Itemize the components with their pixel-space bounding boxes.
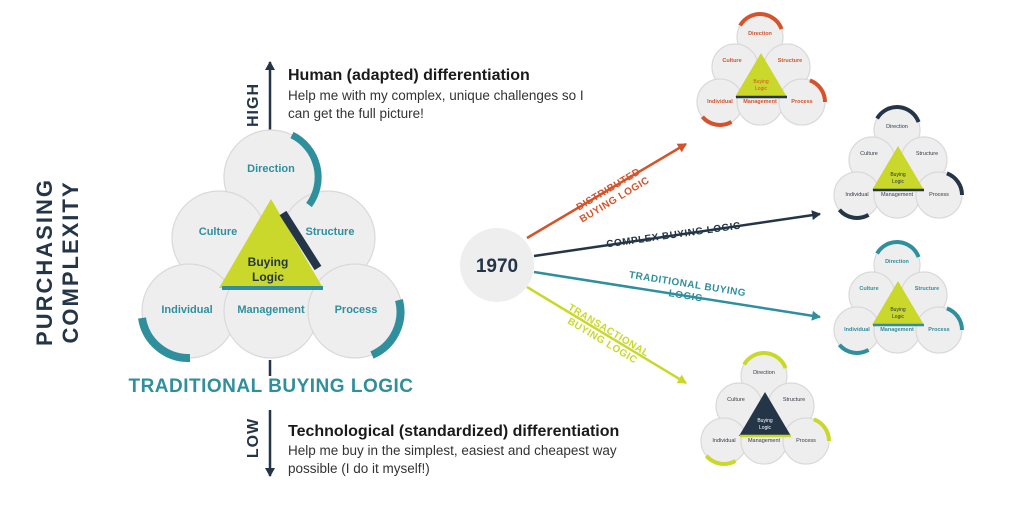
mini-label-process: Process	[796, 438, 816, 444]
buying-logic-triangle	[219, 199, 323, 288]
top-subtext-line-2: can get the full picture!	[288, 106, 424, 121]
bottom-heading: Technological (standardized) differentia…	[288, 423, 619, 440]
mini-triangle	[872, 146, 924, 190]
mini-accent-arc	[813, 417, 831, 442]
label-process: Process	[335, 304, 378, 316]
vertical-title-line-1: PURCHASING	[32, 178, 57, 346]
branch-traditional-line-2: LOGIC	[668, 288, 703, 304]
mini-label-management: Management	[743, 99, 777, 105]
mini-label-structure: Structure	[915, 286, 939, 292]
mini-accent-arc	[946, 171, 964, 196]
mini-label-culture: Culture	[727, 397, 745, 403]
mini-accent-arc	[809, 78, 827, 103]
mini-label-individual: Individual	[844, 327, 870, 333]
mini-label-individual: Individual	[707, 99, 733, 105]
mini-label-culture: Culture	[860, 151, 878, 157]
label-management: Management	[237, 304, 305, 316]
mini-label-management: Management	[881, 192, 914, 198]
mini-triangle	[872, 281, 924, 325]
triangle-label-line-2: Logic	[252, 270, 284, 284]
main-traditional-diagram: Direction Culture Structure Individual M…	[138, 129, 405, 363]
mini-accent-arc	[837, 343, 870, 355]
accent-arc-process	[370, 298, 405, 359]
mini-triangle	[739, 392, 791, 436]
bottom-subtext-line-2: possible (I do it myself!)	[288, 461, 430, 476]
hub-circle	[460, 228, 534, 302]
mini-triangle-label-line-2: Logic	[892, 314, 904, 320]
mini-label-individual: Individual	[712, 438, 735, 444]
mini-triangle-label-line-2: Logic	[892, 179, 904, 185]
mini-triangle-label-line-1: Buying	[753, 79, 769, 85]
mini-label-process: Process	[929, 192, 949, 198]
mini-triangle-label-line-2: Logic	[759, 425, 771, 431]
mini-label-individual: Individual	[845, 192, 868, 198]
axis-high-label: HIGH	[245, 83, 262, 127]
mini-triangle-label-line-2: Logic	[755, 86, 767, 92]
mini-triangle-label-line-1: Buying	[890, 307, 906, 313]
label-direction: Direction	[247, 163, 295, 175]
top-heading: Human (adapted) differentiation	[288, 67, 530, 84]
main-diagram-title: TRADITIONAL BUYING LOGIC	[128, 376, 413, 397]
hub-label: 1970	[476, 256, 518, 277]
mini-accent-arc	[875, 240, 921, 258]
mini-label-culture: Culture	[722, 58, 741, 64]
arrow-distributed	[526, 142, 687, 240]
mini-label-direction: Direction	[886, 124, 908, 130]
mini-label-direction: Direction	[748, 31, 772, 37]
mini-accent-arc	[738, 12, 784, 30]
mini-accent-arc	[742, 351, 788, 369]
arrow-complex	[533, 210, 821, 258]
mini-label-process: Process	[791, 99, 812, 105]
mini-accent-arc	[837, 208, 870, 220]
arrow-transactional	[526, 285, 687, 385]
top-subtext-line-1: Help me with my complex, unique challeng…	[288, 88, 584, 103]
mini-accent-arc	[875, 105, 921, 123]
mini-label-structure: Structure	[778, 58, 802, 64]
mini-accent-arc	[704, 454, 737, 466]
triangle-side-accent	[279, 210, 322, 271]
label-culture: Culture	[199, 226, 238, 238]
label-individual: Individual	[161, 304, 212, 316]
mini-accent-arc	[700, 115, 733, 127]
accent-arc-individual	[138, 317, 191, 363]
mini-label-structure: Structure	[916, 151, 938, 157]
mini-label-management: Management	[880, 327, 914, 333]
mini-label-management: Management	[748, 438, 781, 444]
mini-label-direction: Direction	[885, 259, 909, 265]
triangle-label-line-1: Buying	[248, 255, 289, 269]
axis-low-label: LOW	[245, 418, 262, 458]
mini-label-direction: Direction	[753, 370, 775, 376]
mini-triangle-label-line-1: Buying	[757, 418, 773, 424]
label-structure: Structure	[306, 226, 355, 238]
bottom-subtext-line-1: Help me buy in the simplest, easiest and…	[288, 443, 617, 458]
mini-accent-arc	[946, 306, 964, 331]
mini-triangle	[735, 53, 787, 97]
mini-label-culture: Culture	[859, 286, 878, 292]
mini-triangle-label-line-1: Buying	[890, 172, 906, 178]
vertical-title-line-2: COMPLEXITY	[58, 180, 83, 343]
mini-label-structure: Structure	[783, 397, 805, 403]
arrow-traditional	[533, 270, 821, 321]
accent-arc-direction	[290, 131, 322, 208]
branch-complex: COMPLEX BUYING LOGIC	[606, 221, 742, 251]
mini-label-process: Process	[928, 327, 949, 333]
